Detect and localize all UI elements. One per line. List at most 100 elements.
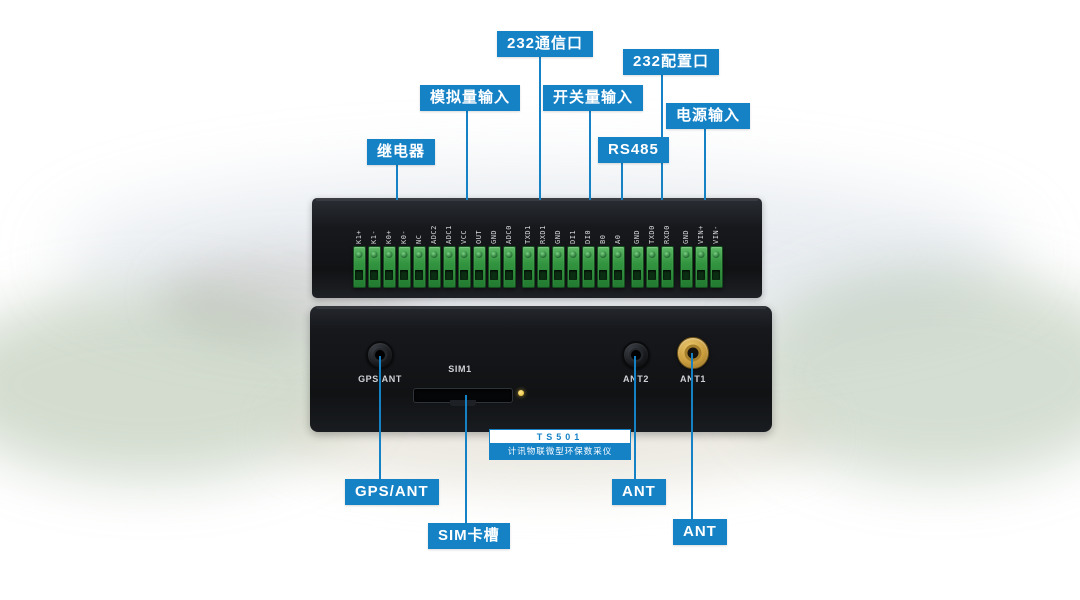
terminal-pin: A0 (611, 208, 625, 288)
callout-ant2: ANT (612, 479, 666, 505)
ant1-connector (677, 337, 709, 369)
terminal-pin-group: GND VIN+ VIN- (679, 208, 723, 288)
terminal-block (352, 246, 366, 288)
terminal-block (521, 246, 535, 288)
callout-line-ant2 (634, 356, 636, 479)
pin-label: TXD1 (524, 225, 532, 244)
terminal-pin: ADC1 (442, 208, 456, 288)
pin-label: DI1 (569, 229, 577, 244)
terminal-block (596, 246, 610, 288)
terminal-pin: RXD0 (660, 208, 674, 288)
terminal-pin: K0+ (382, 208, 396, 288)
terminal-pin: GND (679, 208, 693, 288)
terminal-block (502, 246, 516, 288)
terminal-pin: B0 (596, 208, 610, 288)
pin-label: VIN- (712, 225, 720, 244)
terminal-pin: DI1 (566, 208, 580, 288)
terminal-block (412, 246, 426, 288)
pin-label: GND (682, 229, 690, 244)
callout-gps-ant: GPS/ANT (345, 479, 439, 505)
callout-line-digital-input (589, 111, 591, 200)
status-led (518, 390, 524, 396)
ant2-panel-label: ANT2 (623, 374, 649, 384)
terminal-block (487, 246, 501, 288)
pin-label: GND (554, 229, 562, 244)
callout-relay: 继电器 (367, 139, 436, 165)
pin-label: OUT (475, 229, 483, 244)
callout-line-relay (396, 165, 398, 200)
terminal-pin: VIN+ (694, 208, 708, 288)
terminal-block (566, 246, 580, 288)
terminal-block (694, 246, 708, 288)
sim-slot (413, 388, 513, 403)
terminal-block (630, 246, 644, 288)
terminal-pin: K1- (367, 208, 381, 288)
pin-label: VCC (460, 229, 468, 244)
terminal-block (427, 246, 441, 288)
callout-power-input: 电源输入 (666, 103, 751, 129)
pin-label: B0 (599, 234, 607, 244)
terminal-block (645, 246, 659, 288)
callout-digital-input: 开关量输入 (543, 85, 644, 111)
pin-label: RXD1 (539, 225, 547, 244)
pin-label: GND (490, 229, 498, 244)
callout-line-232-comm-port (539, 57, 541, 200)
terminal-pin-group: GND TXD0 RXD0 (630, 208, 674, 288)
pin-label: RXD0 (663, 225, 671, 244)
pin-label: GND (633, 229, 641, 244)
pin-label: ADC2 (430, 225, 438, 244)
terminal-pin: ADC0 (502, 208, 516, 288)
terminal-pin-group: K1+ K1- K0+ K0- NC ADC2 ADC1 VCC OUT GND… (352, 208, 516, 288)
callout-line-gps-ant (379, 356, 381, 479)
terminal-block (367, 246, 381, 288)
terminal-block (611, 246, 625, 288)
pin-label: ADC0 (505, 225, 513, 244)
terminal-block (472, 246, 486, 288)
device-terminal-unit: K1+ K1- K0+ K0- NC ADC2 ADC1 VCC OUT GND… (312, 198, 762, 298)
terminal-pin: OUT (472, 208, 486, 288)
terminal-pin-group: TXD1 RXD1 GND DI1 DI0 B0 A0 (521, 208, 625, 288)
pin-label: NC (415, 234, 423, 244)
terminal-block (397, 246, 411, 288)
terminal-block (709, 246, 723, 288)
callout-analog-input: 模拟量输入 (420, 85, 521, 111)
pin-label: DI0 (584, 229, 592, 244)
pin-label: K0- (400, 229, 408, 244)
terminal-pin: GND (487, 208, 501, 288)
callout-rs485: RS485 (598, 137, 669, 163)
model-badge: TS501 计讯物联微型环保数采仪 (489, 429, 631, 460)
terminal-strip: K1+ K1- K0+ K0- NC ADC2 ADC1 VCC OUT GND… (352, 208, 723, 288)
callout-ant1: ANT (673, 519, 727, 545)
terminal-pin: K1+ (352, 208, 366, 288)
terminal-block (551, 246, 565, 288)
callout-sim-slot: SIM卡槽 (428, 523, 510, 549)
terminal-block (581, 246, 595, 288)
terminal-block (442, 246, 456, 288)
pin-label: K0+ (385, 229, 393, 244)
terminal-pin: DI0 (581, 208, 595, 288)
terminal-pin: ADC2 (427, 208, 441, 288)
bg-hill-right (740, 270, 1080, 480)
terminal-pin: NC (412, 208, 426, 288)
callout-line-power-input (704, 129, 706, 200)
pin-label: K1- (370, 229, 378, 244)
terminal-pin: RXD1 (536, 208, 550, 288)
callout-line-sim-slot (465, 395, 467, 523)
terminal-pin: K0- (397, 208, 411, 288)
pin-label: ADC1 (445, 225, 453, 244)
terminal-block (457, 246, 471, 288)
callout-line-rs485 (621, 163, 623, 200)
model-name: 计讯物联微型环保数采仪 (490, 443, 630, 459)
callout-line-ant1 (691, 353, 693, 519)
terminal-pin: GND (630, 208, 644, 288)
pin-label: K1+ (355, 229, 363, 244)
callout-line-analog-input (466, 111, 468, 200)
terminal-block (382, 246, 396, 288)
callout-232-config-port: 232配置口 (623, 49, 720, 75)
callout-232-comm-port: 232通信口 (497, 31, 594, 57)
terminal-block (536, 246, 550, 288)
pin-label: VIN+ (697, 225, 705, 244)
sim1-panel-label: SIM1 (448, 364, 472, 374)
ant2-connector (622, 341, 650, 369)
